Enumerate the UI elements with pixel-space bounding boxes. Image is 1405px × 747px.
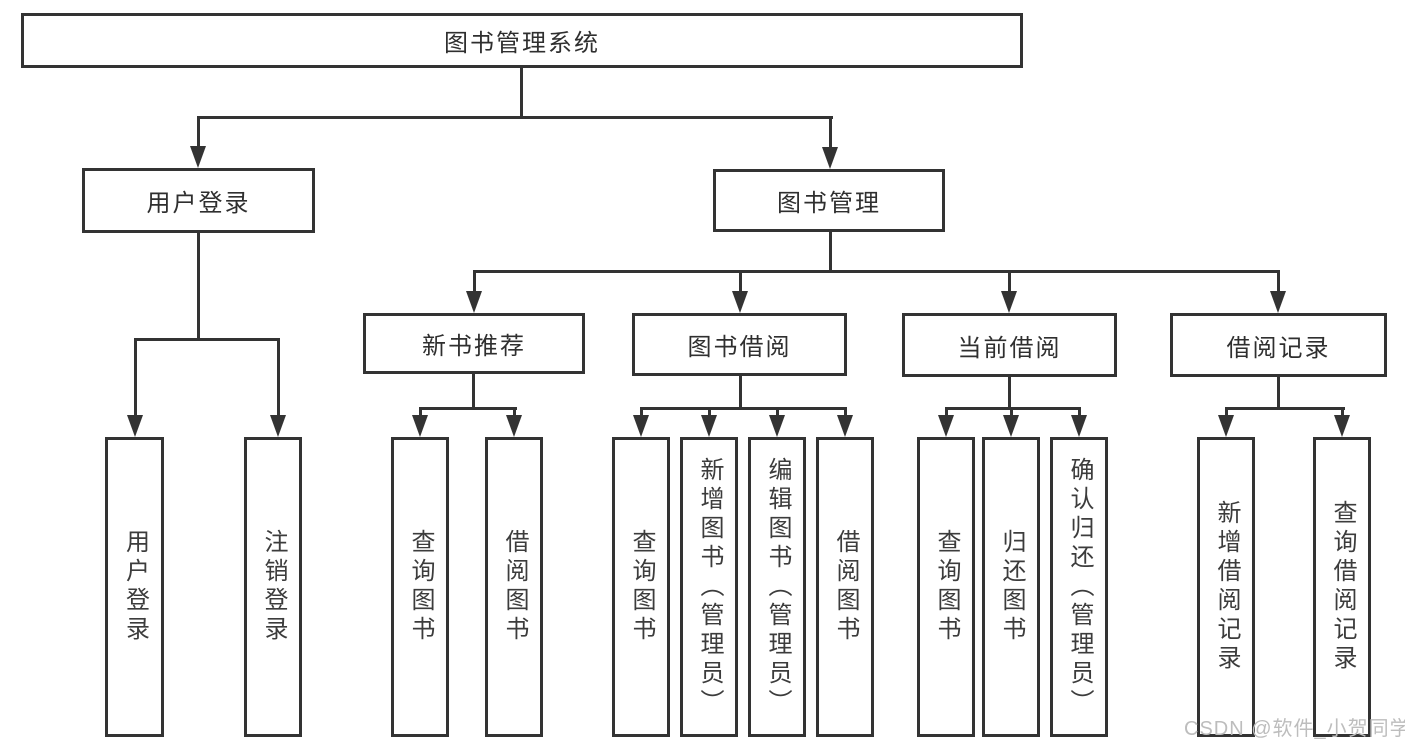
connector-line: [1225, 407, 1228, 417]
connector-line: [473, 270, 476, 293]
node-borrow-record: 借阅记录: [1170, 313, 1387, 377]
connector-line: [640, 407, 846, 410]
arrow-down-icon: [837, 415, 853, 437]
arrow-down-icon: [466, 291, 482, 313]
arrow-down-icon: [1334, 415, 1350, 437]
connector-line: [945, 407, 948, 417]
arrow-down-icon: [270, 415, 286, 437]
connector-line: [844, 407, 847, 417]
arrow-down-icon: [1270, 291, 1286, 313]
leaf-query-borrow-record: 查询借阅记录: [1313, 437, 1371, 737]
leaf-logout-label: 注销登录: [260, 529, 287, 645]
leaf-borrow-books-2-label: 借阅图书: [832, 529, 859, 645]
connector-line: [134, 338, 137, 416]
leaf-logout: 注销登录: [244, 437, 302, 737]
leaf-add-borrow-record: 新增借阅记录: [1197, 437, 1255, 737]
connector-line: [520, 68, 523, 116]
connector-line: [829, 232, 832, 272]
leaf-query-borrow-record-label: 查询借阅记录: [1329, 500, 1356, 674]
leaf-return-books: 归还图书: [982, 437, 1040, 737]
node-book-management-label: 图书管理: [777, 190, 881, 217]
connector-line: [1078, 407, 1081, 417]
node-borrow-record-label: 借阅记录: [1226, 334, 1331, 362]
csdn-watermark: CSDN @软件_小贺同学: [1184, 718, 1405, 740]
leaf-borrow-books-1-label: 借阅图书: [501, 529, 528, 645]
leaf-confirm-return-admin-label: 确认归还（管理员）: [1066, 456, 1093, 718]
connector-line: [739, 270, 742, 293]
node-current-borrow: 当前借阅: [902, 313, 1117, 377]
connector-line: [1008, 377, 1011, 407]
arrow-down-icon: [938, 415, 954, 437]
arrow-down-icon: [1218, 415, 1234, 437]
connector-line: [134, 338, 280, 341]
arrow-down-icon: [732, 291, 748, 313]
leaf-query-books-2-label: 查询图书: [628, 529, 655, 645]
connector-line: [419, 407, 517, 410]
connector-line: [640, 407, 643, 417]
arrow-down-icon: [190, 146, 206, 168]
connector-line: [739, 376, 742, 407]
leaf-add-borrow-record-label: 新增借阅记录: [1213, 500, 1240, 674]
arrow-down-icon: [769, 415, 785, 437]
leaf-edit-books-admin: 编辑图书（管理员）: [748, 437, 806, 737]
connector-line: [708, 407, 711, 417]
leaf-return-books-label: 归还图书: [998, 529, 1025, 645]
connector-line: [473, 270, 1280, 273]
node-new-book-recommend-label: 新书推荐: [422, 333, 526, 360]
connector-line: [1277, 270, 1280, 293]
arrow-down-icon: [1003, 415, 1019, 437]
node-current-borrow-label: 当前借阅: [957, 334, 1062, 362]
node-user-login-label: 用户登录: [146, 190, 251, 217]
connector-line: [419, 407, 422, 417]
arrow-down-icon: [412, 415, 428, 437]
node-new-book-recommend: 新书推荐: [363, 313, 585, 374]
leaf-user-login-label: 用户登录: [121, 529, 149, 645]
leaf-borrow-books-2: 借阅图书: [816, 437, 874, 737]
leaf-add-books-admin: 新增图书（管理员）: [680, 437, 738, 737]
arrow-down-icon: [506, 415, 522, 437]
connector-line: [197, 116, 833, 119]
connector-line: [1008, 270, 1011, 293]
node-book-borrow-label: 图书借阅: [687, 334, 792, 361]
node-book-borrow: 图书借阅: [632, 313, 847, 376]
node-root-label: 图书管理系统: [444, 30, 600, 57]
connector-line: [1341, 407, 1344, 417]
leaf-add-books-admin-label: 新增图书（管理员）: [696, 456, 723, 718]
arrow-down-icon: [822, 147, 838, 169]
arrow-down-icon: [1071, 415, 1087, 437]
leaf-query-books-3: 查询图书: [917, 437, 975, 737]
arrow-down-icon: [127, 415, 143, 437]
connector-line: [1225, 407, 1345, 410]
leaf-query-books-1-label: 查询图书: [407, 529, 434, 645]
connector-line: [776, 407, 779, 417]
connector-line: [1277, 377, 1280, 407]
leaf-user-login: 用户登录: [105, 437, 164, 737]
connector-line: [945, 407, 1081, 410]
connector-line: [197, 116, 200, 148]
connector-line: [277, 338, 280, 416]
node-root: 图书管理系统: [21, 13, 1023, 68]
arrow-down-icon: [701, 415, 717, 437]
leaf-query-books-2: 查询图书: [612, 437, 670, 737]
arrow-down-icon: [1001, 291, 1017, 313]
connector-line: [513, 407, 516, 417]
connector-line: [472, 374, 475, 407]
connector-line: [197, 233, 200, 338]
leaf-edit-books-admin-label: 编辑图书（管理员）: [764, 456, 791, 718]
leaf-query-books-1: 查询图书: [391, 437, 449, 737]
node-user-login: 用户登录: [82, 168, 315, 233]
arrow-down-icon: [633, 415, 649, 437]
leaf-confirm-return-admin: 确认归还（管理员）: [1050, 437, 1108, 737]
node-book-management: 图书管理: [713, 169, 945, 232]
connector-line: [1010, 407, 1013, 417]
connector-line: [829, 116, 832, 148]
leaf-borrow-books-1: 借阅图书: [485, 437, 543, 737]
leaf-query-books-3-label: 查询图书: [933, 529, 960, 645]
